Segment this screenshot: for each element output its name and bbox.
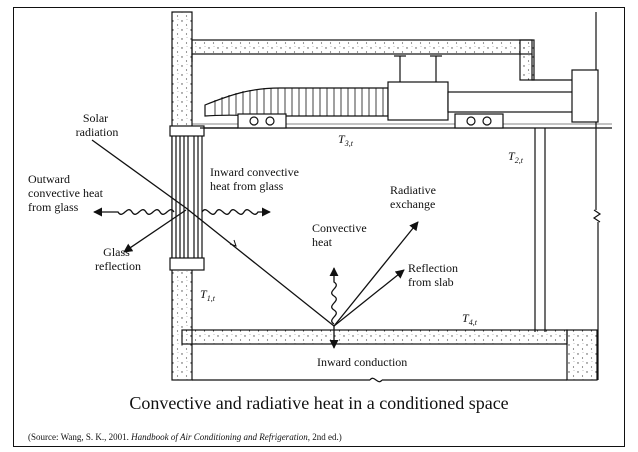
flexible-duct: [204, 87, 389, 117]
outward-convective-arrow: [93, 207, 175, 217]
building-structure: [169, 11, 612, 383]
label-t4: T4,t: [462, 311, 478, 327]
reflection-slab-arrow: [333, 269, 405, 327]
label-radiative-exchange: Radiative exchange: [390, 183, 439, 211]
label-solar-radiation: Solar radiation: [76, 111, 119, 139]
top-slab: [191, 39, 533, 55]
solar-radiation-arrow: [91, 139, 335, 327]
label-convective-heat: Convective heat: [312, 221, 370, 249]
label-glass-reflection: Glass reflection: [95, 245, 141, 273]
label-t2: T2,t: [508, 149, 524, 165]
heat-flow-arrows: [91, 139, 419, 349]
slide-frame: [13, 7, 625, 447]
diffuser-left: [237, 113, 287, 129]
label-t3: T3,t: [338, 132, 354, 148]
diffuser-right: [454, 113, 504, 129]
vav-box: [387, 81, 449, 121]
radiative-exchange-arrow: [333, 221, 419, 327]
glass-reflection-arrow: [123, 209, 187, 253]
inward-convective-arrow: [201, 207, 271, 217]
convective-heat-arrow: [329, 267, 339, 325]
label-inward-convective: Inward convective heat from glass: [210, 165, 302, 193]
label-outward-convective: Outward convective heat from glass: [28, 172, 106, 214]
label-t1: T1,t: [200, 287, 216, 303]
label-reflection-slab: Reflection from slab: [408, 261, 461, 289]
label-inward-conduction: Inward conduction: [317, 355, 407, 369]
source-citation: (Source: Wang, S. K., 2001. Handbook of …: [28, 432, 342, 442]
figure-caption: Convective and radiative heat in a condi…: [129, 393, 509, 413]
floor-slab: [181, 329, 568, 345]
